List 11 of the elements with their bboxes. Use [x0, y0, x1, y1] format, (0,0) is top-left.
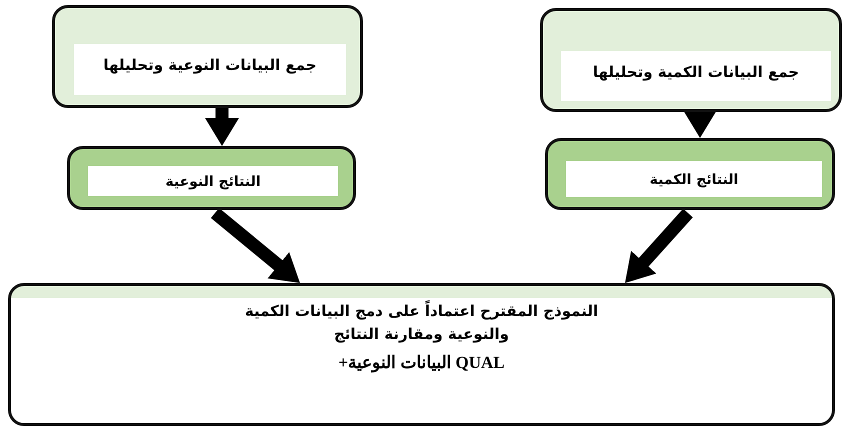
process-box [545, 138, 835, 210]
node-label: جمع البيانات النوعية وتحليلها [74, 44, 346, 95]
process-box [52, 5, 363, 108]
arrow [208, 108, 236, 146]
node-label: النتائج النوعية [88, 166, 338, 196]
arrow [686, 110, 714, 138]
node-label: النتائج الكمية [566, 161, 822, 197]
process-box [67, 146, 356, 210]
node-label: جمع البيانات الكمية وتحليلها [561, 51, 831, 101]
process-box [540, 8, 842, 112]
model-box [8, 283, 835, 426]
